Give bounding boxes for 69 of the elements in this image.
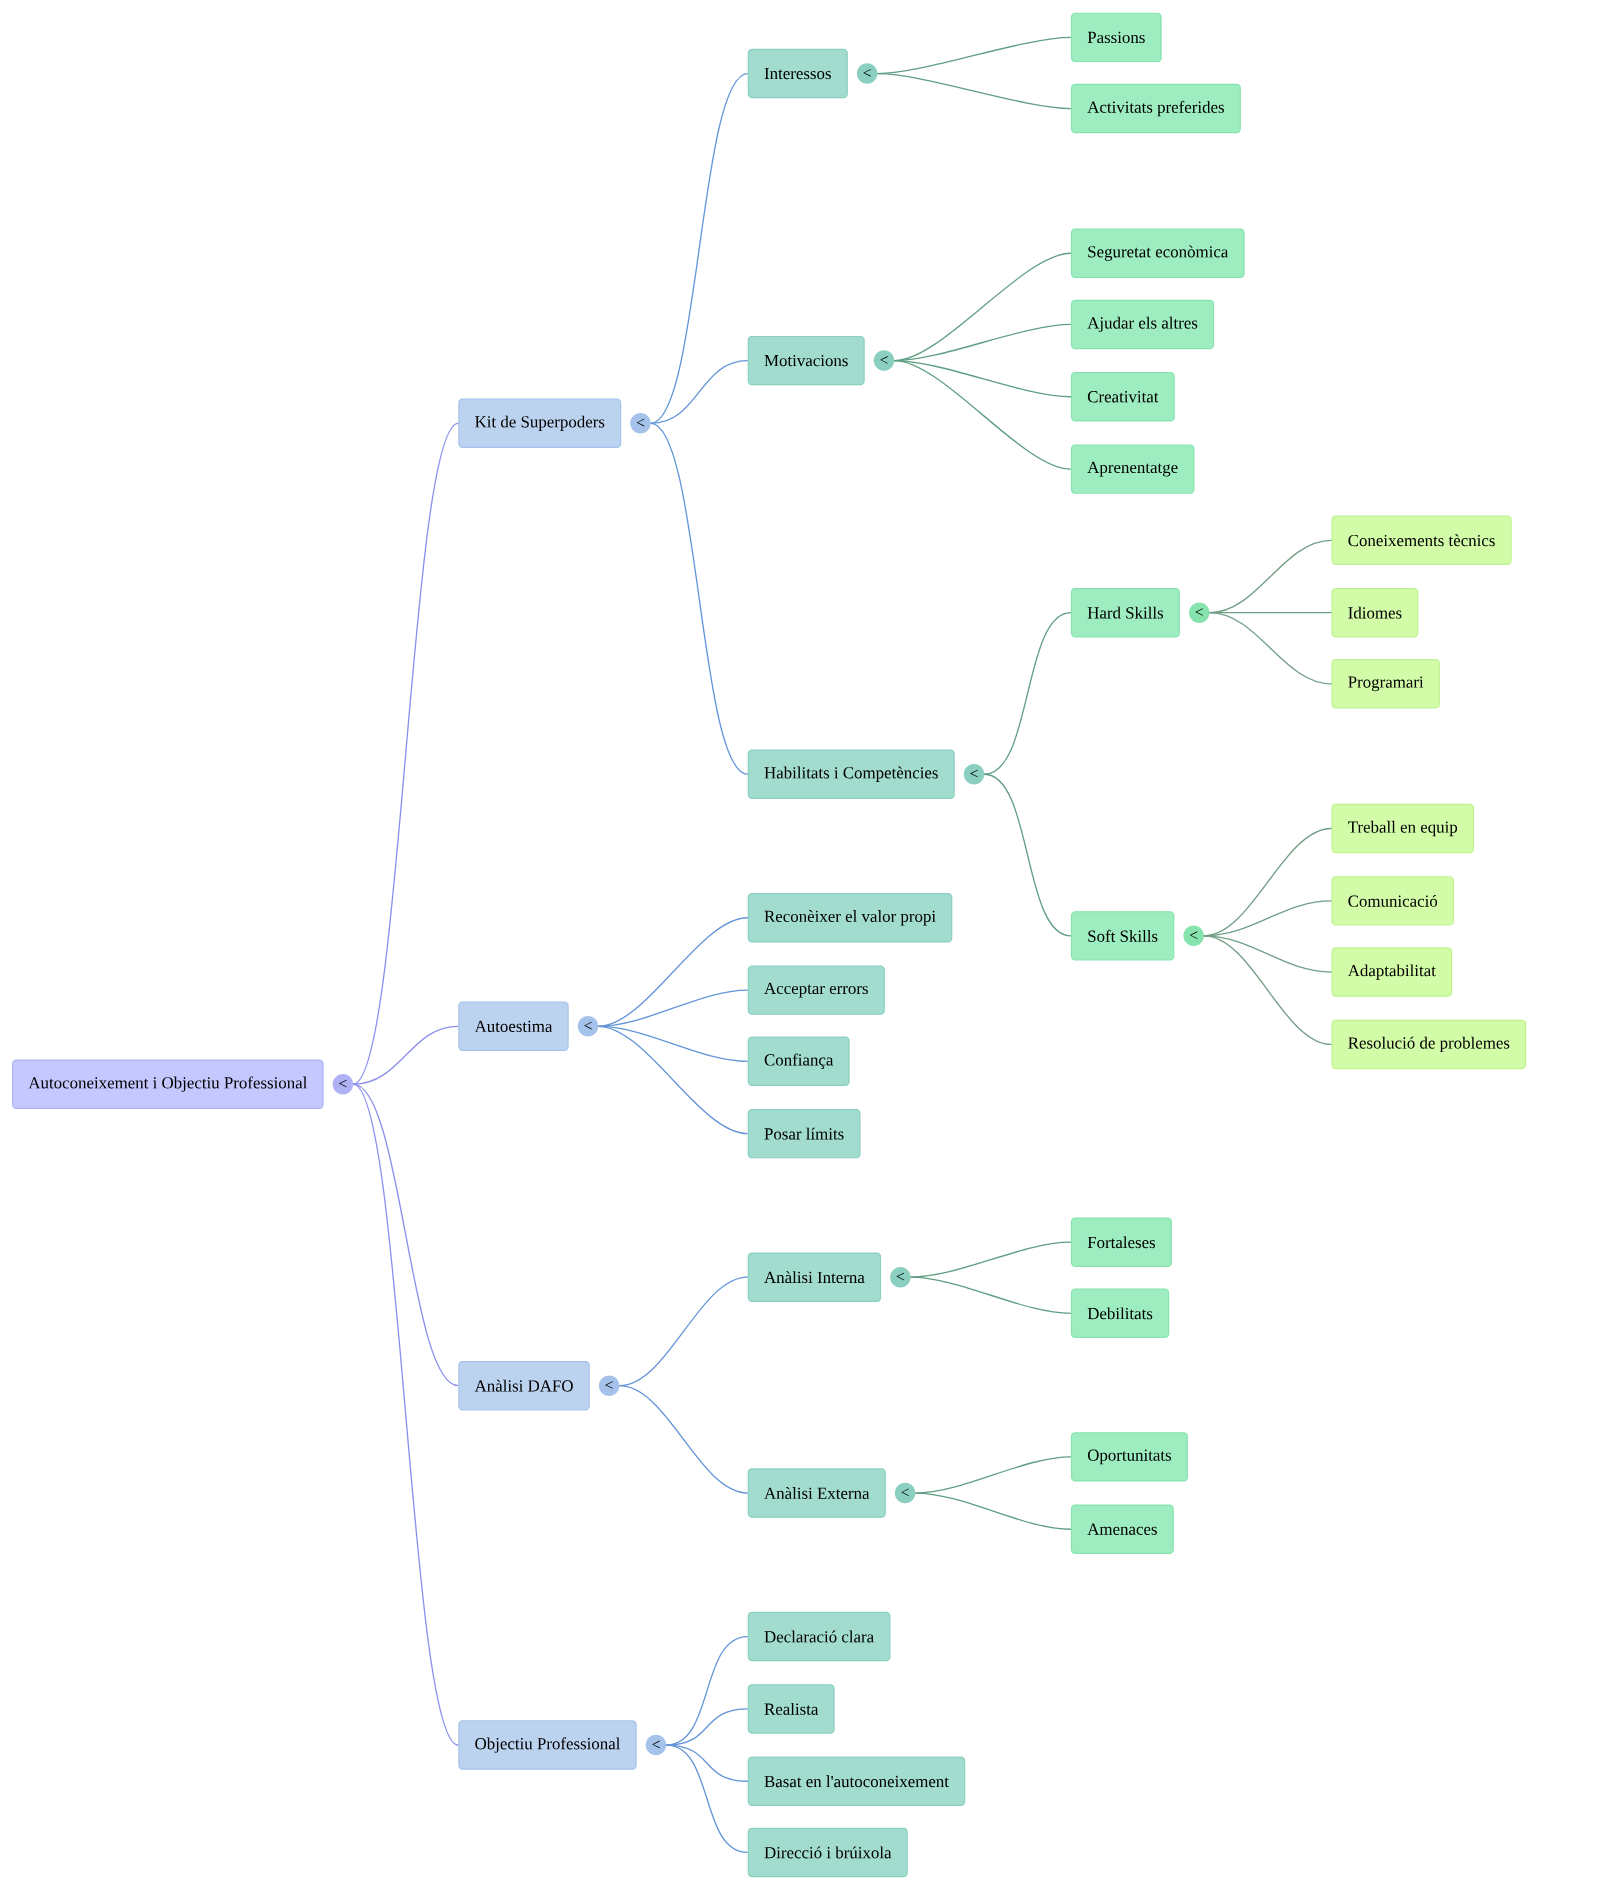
topic-box: Seguretat econòmica — [1070, 228, 1245, 278]
connector — [597, 1025, 749, 1135]
topic-box: Declaració clara — [747, 1611, 891, 1662]
toggle-button: < — [873, 350, 895, 371]
topic-box: Basat en l'autoconeixement — [747, 1756, 966, 1806]
toggle-button: < — [598, 1375, 620, 1396]
topic-box: Anàlisi DAFO — [458, 1360, 590, 1411]
toggle-button: < — [889, 1266, 911, 1288]
topic-box: Coneixements tècnics — [1331, 515, 1512, 565]
connector — [618, 1385, 749, 1494]
connector — [665, 1708, 749, 1746]
connector — [893, 359, 1072, 470]
topic-box: Reconèixer el valor propi — [747, 893, 953, 943]
topic-box: Debilitats — [1070, 1288, 1169, 1339]
toggle-button: < — [577, 1016, 599, 1037]
topic-box: Anàlisi Interna — [747, 1252, 881, 1302]
connector — [352, 1083, 459, 1746]
topic-box: Comunicació — [1331, 876, 1454, 926]
topic-box: Direcció i brúixola — [747, 1827, 908, 1878]
topic-box: Soft Skills — [1070, 911, 1175, 961]
topic-box: Ajudar els altres — [1070, 299, 1214, 350]
topic-box: Interessos — [747, 48, 848, 99]
toggle-button: < — [894, 1482, 916, 1504]
topic-box: Anàlisi Externa — [747, 1468, 886, 1518]
topic-box: Hard Skills — [1070, 587, 1180, 638]
topic-box: Posar límits — [747, 1108, 861, 1159]
toggle-button: < — [1188, 602, 1210, 623]
topic-box: Autoconeixement i Objectiu Professional — [11, 1059, 324, 1109]
connector — [983, 773, 1072, 937]
connector — [597, 917, 749, 1027]
topic-box: Habilitats i Competències — [747, 749, 955, 799]
topic-box: Adaptabilitat — [1331, 947, 1452, 997]
connector — [909, 1276, 1072, 1314]
topic-box: Confiança — [747, 1036, 850, 1086]
connector — [352, 422, 459, 1085]
connector — [649, 422, 749, 775]
connector — [914, 1492, 1072, 1530]
topic-box: Oportunitats — [1070, 1432, 1188, 1482]
topic-box: Amenaces — [1070, 1504, 1174, 1554]
connector — [649, 72, 749, 424]
connector — [665, 1744, 749, 1782]
topic-box: Objectiu Professional — [458, 1720, 637, 1770]
connector — [665, 1744, 749, 1854]
topic-box: Autoestima — [458, 1001, 569, 1052]
topic-box: Aprenentatge — [1070, 444, 1195, 494]
topic-box: Programari — [1331, 659, 1440, 709]
toggle-button: < — [630, 413, 651, 434]
topic-box: Acceptar errors — [747, 965, 885, 1015]
topic-box: Fortaleses — [1070, 1217, 1172, 1267]
connector — [909, 1241, 1072, 1278]
topic-box: Resolució de problemes — [1331, 1019, 1527, 1070]
connector — [876, 72, 1072, 110]
topic-box: Passions — [1070, 12, 1162, 63]
topic-box: Activitats preferides — [1070, 83, 1241, 134]
connector — [352, 1025, 459, 1085]
toggle-button: < — [856, 63, 878, 84]
topic-box: Treball en equip — [1331, 803, 1474, 854]
toggle-button: < — [332, 1073, 353, 1095]
toggle-button: < — [645, 1734, 667, 1756]
toggle-button: < — [963, 764, 985, 785]
toggle-button: < — [1183, 925, 1204, 947]
topic-box: Idiomes — [1331, 587, 1419, 638]
topic-box: Realista — [747, 1684, 835, 1734]
connector — [1208, 612, 1332, 685]
topic-box: Motivacions — [747, 335, 865, 386]
connector — [1203, 935, 1332, 1046]
topic-box: Creativitat — [1070, 372, 1175, 422]
connector — [983, 612, 1072, 775]
topic-box: Kit de Superpoders — [458, 398, 622, 449]
